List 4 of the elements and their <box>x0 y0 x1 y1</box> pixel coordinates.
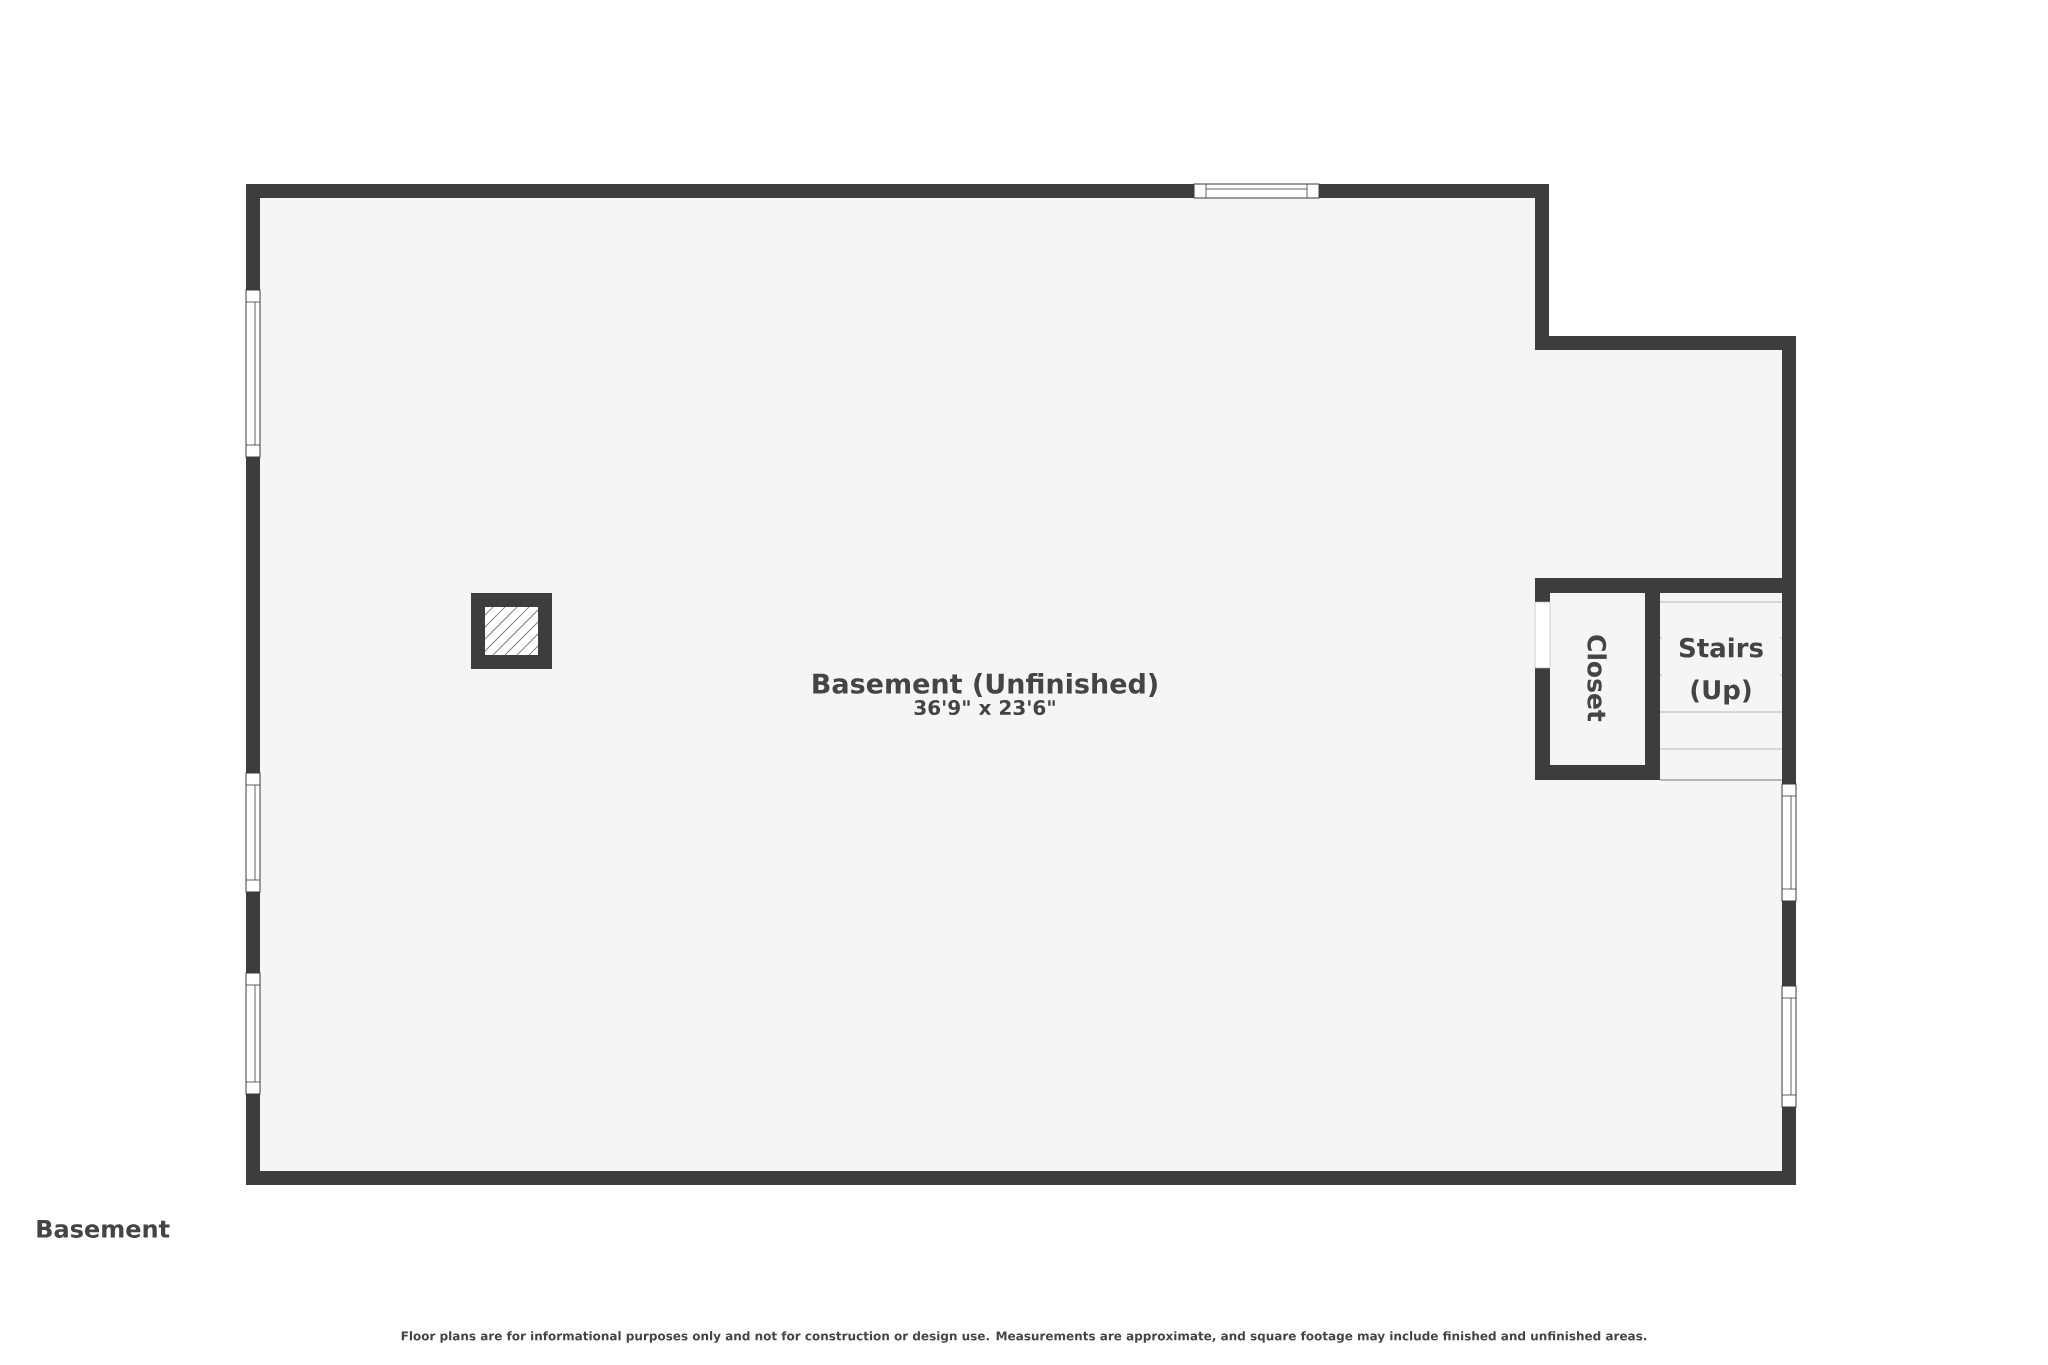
closet: Closet <box>1534 578 1660 780</box>
disclaimer-note: Floor plans are for informational purposes only and not for construction or design use. Measurements are approximate, and square footage may include finished and unfinished areas. <box>401 1331 1647 1343</box>
stairs: Stairs (Up) <box>1652 578 1789 781</box>
floor-name: Basement <box>37 1220 170 1238</box>
